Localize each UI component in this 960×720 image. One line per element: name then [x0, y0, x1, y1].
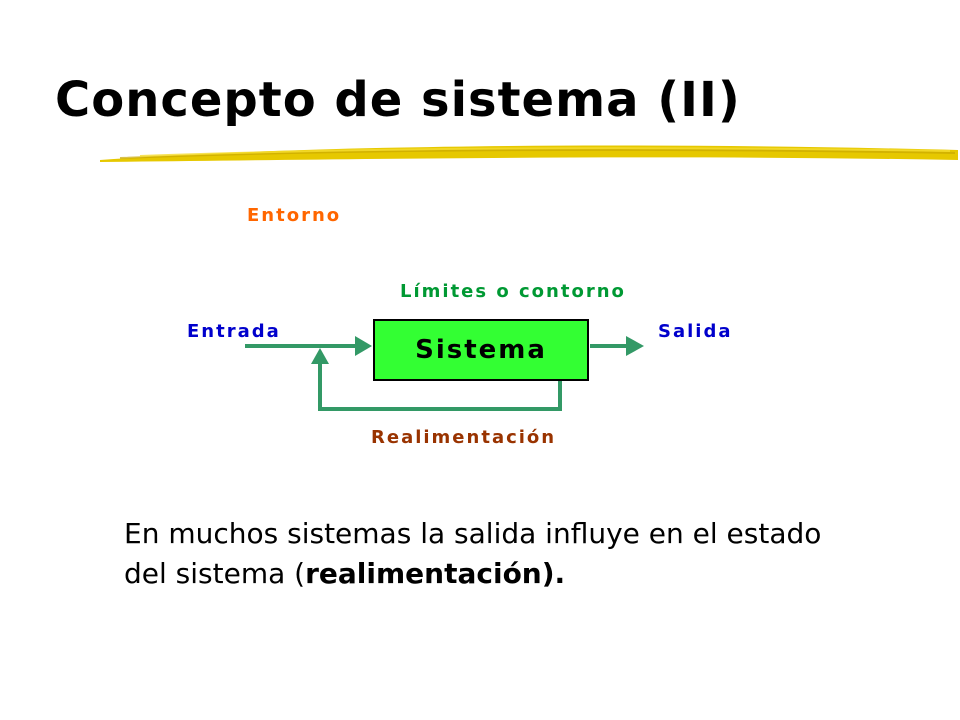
feedback-label: Realimentación: [371, 427, 557, 448]
caption-text-before: En muchos sistemas la salida influye en …: [124, 517, 822, 590]
environment-label: Entorno: [247, 205, 342, 226]
caption-text: En muchos sistemas la salida influye en …: [124, 514, 844, 594]
output-label: Salida: [658, 321, 733, 342]
caption-text-bold: realimentación).: [305, 557, 566, 590]
title-underline: [100, 145, 958, 162]
output-arrow-head: [626, 336, 644, 356]
input-arrow-head: [355, 336, 372, 356]
system-box: Sistema: [373, 319, 589, 381]
slide-title: Concepto de sistema (II): [55, 72, 741, 128]
input-label: Entrada: [187, 321, 281, 342]
boundary-label: Límites o contorno: [400, 281, 626, 302]
feedback-loop-line: [318, 362, 562, 411]
feedback-arrow-head: [311, 348, 329, 364]
